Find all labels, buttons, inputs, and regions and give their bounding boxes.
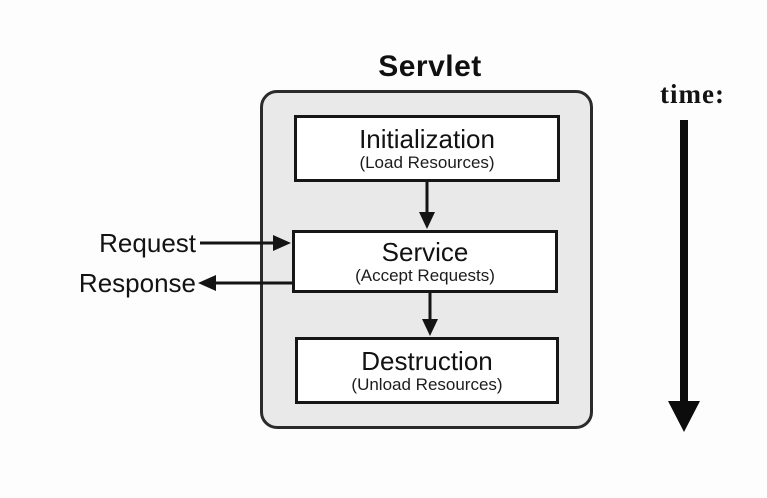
response-label: Response — [78, 268, 196, 298]
node-initialization: Initialization (Load Resources) — [294, 115, 560, 182]
time-axis-arrow — [668, 120, 700, 432]
node-service-title: Service — [381, 237, 469, 267]
diagram-title: Servlet — [378, 50, 482, 83]
node-service: Service (Accept Requests) — [292, 230, 558, 293]
time-axis-label: time: — [660, 79, 725, 109]
node-destruction-title: Destruction — [361, 346, 493, 376]
request-label: Request — [99, 228, 196, 258]
node-initialization-title: Initialization — [359, 124, 495, 154]
node-initialization-subtitle: (Load Resources) — [359, 153, 495, 172]
node-destruction: Destruction (Unload Resources) — [295, 337, 559, 404]
node-destruction-subtitle: (Unload Resources) — [351, 375, 503, 394]
node-service-subtitle: (Accept Requests) — [355, 266, 495, 285]
